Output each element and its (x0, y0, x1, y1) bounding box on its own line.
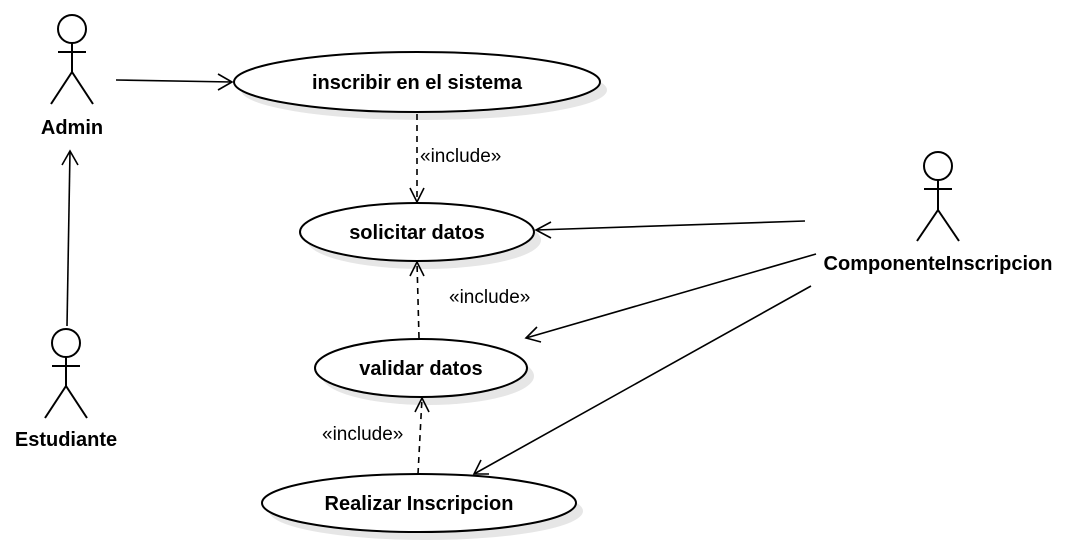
stick-figure-icon (44, 328, 88, 419)
open-arrow-icon (409, 187, 425, 204)
use-case-validar[interactable]: validar datos (314, 338, 534, 405)
use-case-inscribir[interactable]: inscribir en el sistema (233, 51, 607, 120)
use-case-solicitar-label: solicitar datos (349, 222, 485, 244)
use-case-realizar[interactable]: Realizar Inscripcion (261, 473, 583, 540)
open-arrow-icon (472, 459, 489, 475)
use-case-solicitar[interactable]: solicitar datos (299, 202, 541, 269)
use-case-realizar-label: Realizar Inscripcion (325, 493, 514, 515)
generalization-estudiante-admin[interactable] (61, 149, 79, 327)
open-arrow-icon (414, 396, 430, 413)
association-componente-solicitar[interactable] (534, 220, 806, 239)
use-case-validar-label: validar datos (359, 358, 482, 380)
association-admin-inscribir[interactable] (115, 73, 234, 91)
include-label-1: «include» (420, 146, 501, 167)
include-realizar-validar[interactable]: «include» (322, 396, 430, 475)
include-label-2: «include» (449, 287, 530, 308)
include-label-3: «include» (322, 424, 403, 445)
open-arrow-icon (409, 260, 425, 277)
actor-estudiante-label: Estudiante (15, 429, 117, 451)
use-case-inscribir-label: inscribir en el sistema (312, 72, 523, 94)
open-arrow-icon (534, 221, 552, 239)
open-arrow-icon (61, 149, 79, 166)
include-inscribir-solicitar[interactable]: «include» (409, 114, 501, 204)
actor-componente-label: ComponenteInscripcion (824, 253, 1053, 275)
open-arrow-icon (524, 326, 542, 343)
actor-componente[interactable]: ComponenteInscripcion (824, 151, 1053, 275)
stick-figure-icon (916, 151, 960, 242)
open-arrow-icon (217, 73, 234, 91)
actor-estudiante[interactable]: Estudiante (15, 328, 117, 451)
actor-admin-label: Admin (41, 117, 103, 139)
association-componente-realizar[interactable] (472, 285, 812, 475)
association-componente-validar[interactable] (524, 253, 817, 343)
actor-admin[interactable]: Admin (41, 14, 103, 139)
include-validar-solicitar[interactable]: «include» (409, 260, 530, 339)
stick-figure-icon (50, 14, 94, 105)
